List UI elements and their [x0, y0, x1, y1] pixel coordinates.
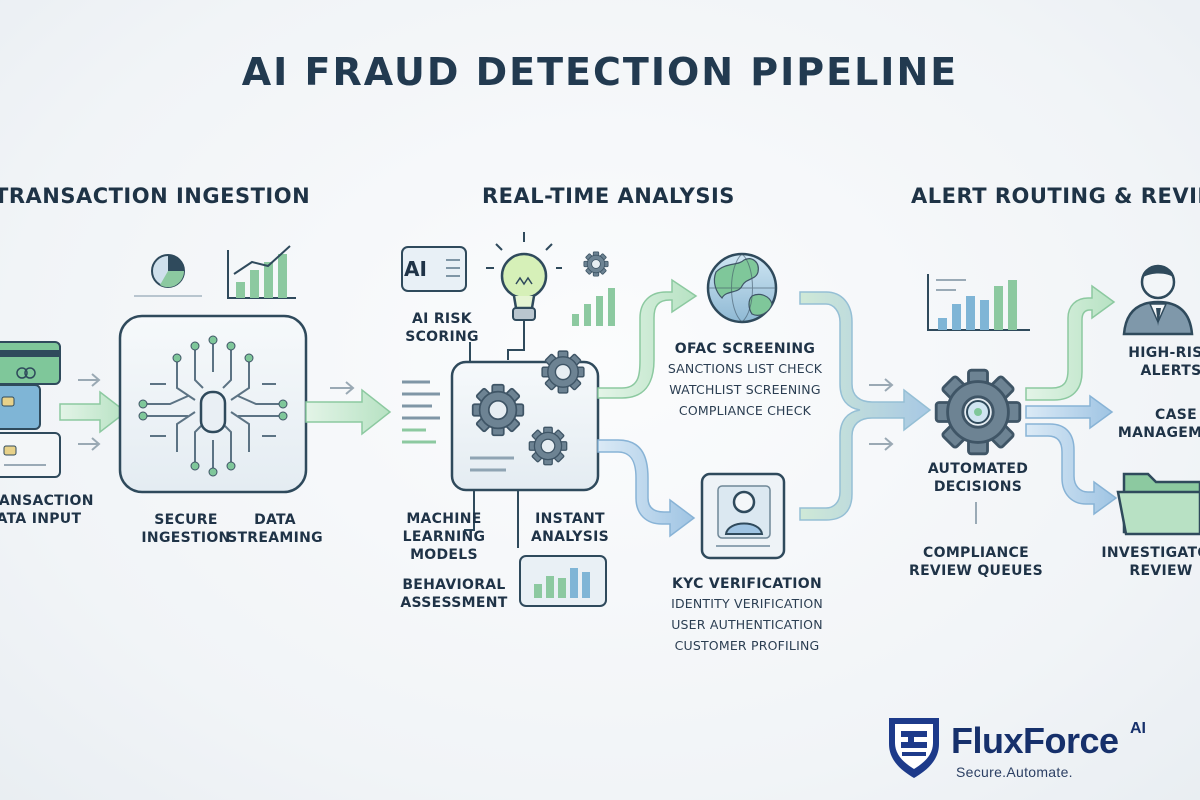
label-line: ALERTS [1140, 363, 1200, 379]
shield-logo-icon [889, 718, 939, 778]
label-line: AI RISK [412, 311, 472, 327]
bar-chart-icon [227, 245, 296, 299]
credit-card-icon [0, 341, 61, 478]
folder-icon [1116, 472, 1200, 536]
bar-chart-icon [927, 274, 1030, 331]
label-line: MANAGEMENT [1117, 425, 1200, 441]
label-line: MODELS [410, 547, 478, 563]
globe-icon [706, 252, 778, 324]
label-line: TRANSACTION [0, 493, 94, 509]
kyc-item: USER AUTHENTICATION [671, 617, 823, 632]
logo-name: FluxForce [951, 720, 1119, 761]
lightbulb-icon [486, 232, 562, 321]
user-id-icon [700, 472, 786, 560]
label-compliance-queues: COMPLIANCE REVIEW QUEUES [906, 544, 1046, 580]
logo-tagline: Secure.Automate. [956, 764, 1073, 780]
label-data-input: TRANSACTION DATA INPUT [0, 492, 94, 528]
label-investigator-review: INVESTIGATOR REVIEW [1096, 544, 1200, 580]
kyc-title: KYC VERIFICATION [672, 576, 822, 592]
label-line: INGESTION [141, 530, 231, 546]
label-behavioral: BEHAVIORAL ASSESSMENT [394, 576, 514, 612]
microchip-icon [118, 314, 308, 494]
text-lines-icon [402, 380, 440, 420]
kyc-item: CUSTOMER PROFILING [674, 638, 820, 653]
flow-arrow [597, 439, 696, 538]
ai-badge-text: AI [404, 257, 427, 281]
label-instant-analysis: INSTANT ANALYSIS [520, 510, 620, 546]
label-line: HIGH-RISK [1128, 345, 1200, 361]
flow-arrow [305, 388, 392, 436]
label-line: MACHINE [406, 511, 482, 527]
label-line: INSTANT [535, 511, 605, 527]
flow-arrow [799, 291, 932, 521]
businessman-icon [1122, 264, 1194, 336]
label-line: ANALYSIS [530, 529, 610, 545]
label-line: REVIEW [1129, 563, 1193, 579]
label-line: BEHAVIORAL [402, 577, 506, 593]
label-line: REVIEW QUEUES [908, 563, 1043, 579]
flow-arrow [1025, 394, 1114, 430]
flow-arrow [1025, 423, 1118, 516]
label-line: AUTOMATED [927, 461, 1029, 477]
label-data-streaming: DATA STREAMING [220, 511, 330, 547]
flow-arrow [59, 390, 128, 434]
connector-line [464, 490, 475, 531]
pie-chart-icon [134, 254, 202, 297]
label-line: SECURE [154, 512, 218, 528]
page-title: AI FRAUD DETECTION PIPELINE [241, 50, 959, 94]
bar-chart-icon [519, 555, 607, 607]
logo-suffix: AI [1130, 720, 1146, 737]
label-line: DATA [254, 512, 296, 528]
kyc-item: IDENTITY VERIFICATION [671, 596, 823, 611]
kyc-block: KYC VERIFICATION IDENTITY VERIFICATION U… [662, 575, 832, 656]
label-ml-models: MACHINE LEARNING MODELS [394, 510, 494, 564]
label-line: DATA INPUT [0, 511, 82, 527]
label-line: ASSESSMENT [400, 595, 508, 611]
ofac-block: OFAC SCREENING SANCTIONS LIST CHECK WATC… [660, 340, 830, 421]
label-high-risk-alerts: HIGH-RISK ALERTS [1116, 344, 1200, 380]
label-automated-decisions: AUTOMATED DECISIONS [918, 460, 1038, 496]
label-line: COMPLIANCE [923, 545, 1029, 561]
label-case-management: CASE MANAGEMENT [1116, 406, 1200, 442]
text-lines-icon [446, 259, 460, 277]
ofac-item: SANCTIONS LIST CHECK [667, 361, 823, 376]
ml-engine-box [450, 350, 600, 492]
label-line: CASE [1155, 407, 1197, 423]
flow-arrow-small [78, 373, 894, 451]
section-title-ingestion: TRANSACTION INGESTION [0, 184, 311, 208]
flow-arrow [597, 278, 698, 399]
label-line: SCORING [405, 329, 479, 345]
ai-badge [401, 246, 467, 292]
label-line: DECISIONS [933, 479, 1023, 495]
label-line: INVESTIGATOR [1101, 545, 1200, 561]
section-title-routing: ALERT ROUTING & REVIEW [911, 184, 1200, 208]
label-line: LEARNING [402, 529, 486, 545]
bar-chart-icon [572, 288, 615, 326]
ofac-item: WATCHLIST SCREENING [669, 382, 821, 397]
flow-arrow [1025, 284, 1116, 401]
label-ai-risk-scoring: AI RISK SCORING [392, 310, 492, 346]
ofac-item: COMPLIANCE CHECK [678, 403, 812, 418]
section-title-analysis: REAL-TIME ANALYSIS [482, 184, 735, 208]
automated-decision-gear-icon [934, 368, 1022, 456]
connector-line [507, 320, 525, 360]
gear-icon [583, 251, 609, 277]
ofac-title: OFAC SCREENING [674, 341, 816, 357]
label-secure-ingestion: SECURE INGESTION [126, 511, 246, 547]
label-line: STREAMING [227, 530, 323, 546]
